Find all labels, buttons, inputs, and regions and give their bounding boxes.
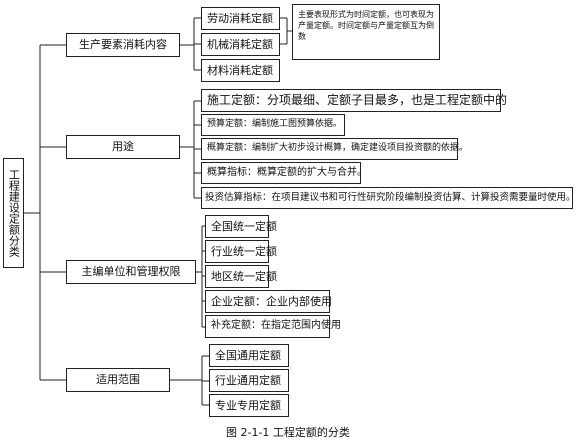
item-label: 投资估算指标：在项目建议书和可行性研究阶段编制投资估算、计算投资需要量时使用。 xyxy=(205,192,576,204)
category-production-factors: 生产要素消耗内容 xyxy=(66,33,180,57)
category-purpose: 用途 xyxy=(66,135,180,159)
item-label: 行业通用定额 xyxy=(215,373,281,387)
item-labor-consumption: 劳动消耗定额 xyxy=(201,7,280,30)
root-node: 工程建设定额分类 xyxy=(3,158,24,268)
item-machine-consumption: 机械消耗定额 xyxy=(201,33,280,56)
item-label: 补充定额：在指定范围内使用 xyxy=(211,320,341,332)
item-label: 行业统一定额 xyxy=(211,244,277,258)
item-label: 劳动消耗定额 xyxy=(207,11,273,25)
note-time-quota: 主要表现形式为时间定额，也可表现为产量定额。时间定额与产量定额互为倒数 xyxy=(292,4,440,60)
item-label: 概算指标：概算定额的扩大与合并。 xyxy=(207,166,367,178)
item-regional-unified: 地区统一定额 xyxy=(205,265,277,288)
item-label: 预算定额：编制施工图预算依据。 xyxy=(207,119,343,130)
item-estimate-quota: 概算定额：编制扩大初步设计概算，确定建设项目投资额的依据。 xyxy=(201,138,468,160)
item-label: 材料消耗定额 xyxy=(207,63,273,77)
item-supplementary-quota: 补充定额：在指定范围内使用 xyxy=(205,315,341,338)
category-label: 生产要素消耗内容 xyxy=(79,38,167,52)
item-label: 专业专用定额 xyxy=(215,398,281,412)
item-budget-quota: 预算定额：编制施工图预算依据。 xyxy=(201,114,345,136)
item-construction-quota: 施工定额：分项最细、定额子目最多，也是工程定额中的 xyxy=(201,89,507,112)
item-label: 全国通用定额 xyxy=(215,348,281,362)
item-industry-unified: 行业统一定额 xyxy=(205,240,277,263)
root-label: 工程建设定额分类 xyxy=(7,169,21,257)
category-label: 用途 xyxy=(112,140,134,154)
item-label: 企业定额：企业内部使用 xyxy=(211,294,332,308)
item-label: 施工定额：分项最细、定额子目最多，也是工程定额中的 xyxy=(207,93,508,107)
category-editor-authority: 主编单位和管理权限 xyxy=(66,260,196,284)
item-estimate-index: 概算指标：概算定额的扩大与合并。 xyxy=(201,162,367,184)
item-label: 概算定额：编制扩大初步设计概算，确定建设项目投资额的依据。 xyxy=(207,143,469,154)
note-text: 主要表现形式为时间定额，也可表现为产量定额。时间定额与产量定额互为倒数 xyxy=(298,10,434,41)
item-label: 机械消耗定额 xyxy=(207,37,273,51)
item-specialty-specific: 专业专用定额 xyxy=(209,394,289,417)
item-label: 全国统一定额 xyxy=(211,219,277,233)
item-material-consumption: 材料消耗定额 xyxy=(201,59,280,82)
category-label: 适用范围 xyxy=(96,373,140,387)
category-application-scope: 适用范围 xyxy=(66,368,170,392)
category-label: 主编单位和管理权限 xyxy=(81,265,181,279)
item-label: 地区统一定额 xyxy=(211,269,277,283)
item-enterprise-quota: 企业定额：企业内部使用 xyxy=(205,290,332,313)
item-national-general: 全国通用定额 xyxy=(209,344,289,367)
item-investment-index: 投资估算指标：在项目建议书和可行性研究阶段编制投资估算、计算投资需要量时使用。 xyxy=(201,187,576,209)
item-national-unified: 全国统一定额 xyxy=(205,215,277,238)
figure-caption: 图 2-1-1 工程定额的分类 xyxy=(226,426,350,439)
item-industry-general: 行业通用定额 xyxy=(209,369,289,392)
